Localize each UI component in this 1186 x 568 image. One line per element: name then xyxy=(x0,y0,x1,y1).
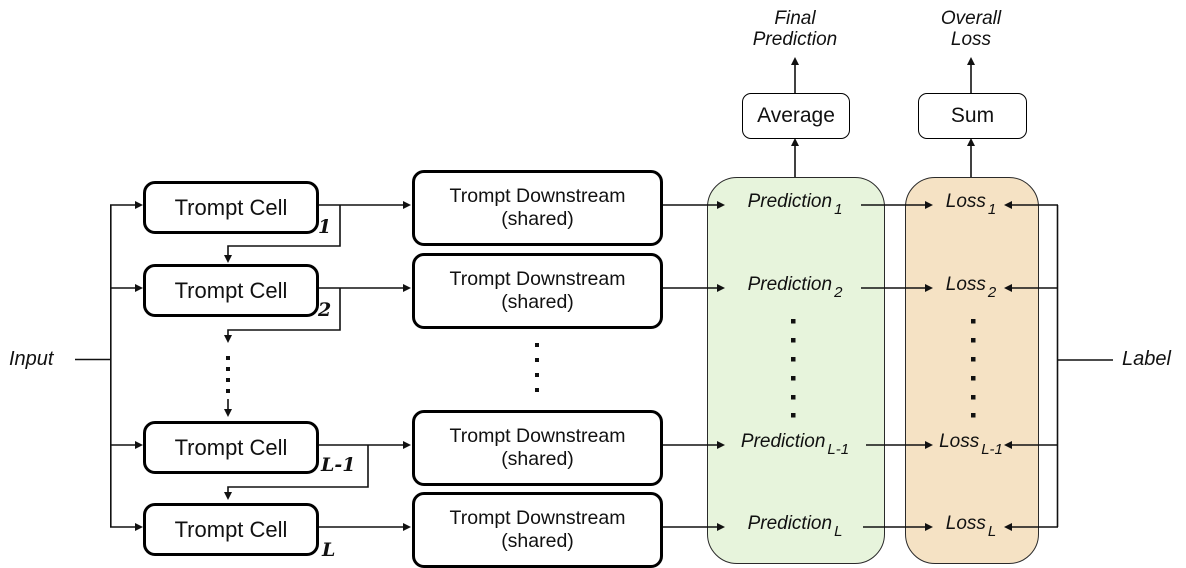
trompt-downstream-l-line2: (shared) xyxy=(501,530,574,552)
loss-row-l-minus-1: Loss L-1 xyxy=(905,431,1037,461)
downstream-ellipsis-dots xyxy=(535,343,539,392)
trompt-downstream-2-line2: (shared) xyxy=(501,291,574,313)
average-box-label: Average xyxy=(757,104,835,127)
average-box: Average xyxy=(742,93,850,139)
trompt-downstream-l-minus-1-line2: (shared) xyxy=(501,448,574,470)
label-to-loss-arrows xyxy=(1004,201,1058,531)
loss-row-l: Loss L xyxy=(905,513,1037,543)
loss-2-subscript: 2 xyxy=(987,284,997,301)
loss-row-1: Loss 1 xyxy=(905,191,1037,221)
prediction-ellipsis-dots xyxy=(791,319,796,418)
loss-l-minus-1-label: Loss xyxy=(939,431,980,452)
cell-output-arrows xyxy=(313,201,411,531)
input-label: Input xyxy=(9,348,54,370)
prediction-l-minus-1-label: Prediction xyxy=(740,431,826,452)
chain-ellipsis-dots xyxy=(226,356,230,393)
final-prediction-line1: Final xyxy=(774,8,816,29)
loss-2-label: Loss xyxy=(945,274,986,295)
trompt-downstream-l-minus-1: Trompt Downstream (shared) xyxy=(412,410,663,486)
trompt-cell-2: Trompt Cell xyxy=(143,264,319,317)
prediction-to-loss-arrows xyxy=(861,201,933,531)
trompt-cell-1: Trompt Cell xyxy=(143,181,319,234)
trompt-downstream-2: Trompt Downstream (shared) xyxy=(412,253,663,329)
prediction-l-label: Prediction xyxy=(747,513,833,534)
overall-loss-line2: Loss xyxy=(950,29,992,50)
cell-subscript-l-minus-1: L-1 xyxy=(321,454,356,476)
prediction-1-label: Prediction xyxy=(747,191,833,212)
prediction-l-minus-1-subscript: L-1 xyxy=(827,441,850,458)
loss-l-subscript: L xyxy=(987,523,997,540)
trompt-cell-2-label: Trompt Cell xyxy=(174,277,288,303)
overall-loss-line1: Overall xyxy=(940,8,1002,29)
label-label: Label xyxy=(1122,348,1171,370)
overall-loss-label: Overall Loss xyxy=(916,8,1026,50)
trompt-downstream-l: Trompt Downstream (shared) xyxy=(412,492,663,568)
cell-subscript-1: 1 xyxy=(318,216,332,238)
prediction-2-label: Prediction xyxy=(747,274,833,295)
prediction-row-l-minus-1: Prediction L-1 xyxy=(707,431,883,461)
prediction-panel xyxy=(707,177,885,564)
trompt-downstream-1-line1: Trompt Downstream xyxy=(449,185,626,207)
trompt-cell-l: Trompt Cell xyxy=(143,503,319,556)
trompt-downstream-1: Trompt Downstream (shared) xyxy=(412,170,663,246)
loss-row-2: Loss 2 xyxy=(905,274,1037,304)
cell-subscript-2: 2 xyxy=(318,299,332,321)
sum-box-label: Sum xyxy=(950,104,995,127)
input-wire xyxy=(75,205,112,527)
loss-1-label: Loss xyxy=(945,191,986,212)
final-prediction-line2: Prediction xyxy=(752,29,838,50)
prediction-row-2: Prediction 2 xyxy=(707,274,883,304)
loss-ellipsis-dots xyxy=(971,319,976,418)
prediction-1-subscript: 1 xyxy=(834,201,843,218)
trompt-cell-l-minus-1: Trompt Cell xyxy=(143,421,319,474)
cell-subscript-l: L xyxy=(322,539,336,561)
trompt-cell-1-label: Trompt Cell xyxy=(174,194,288,220)
loss-panel xyxy=(905,177,1039,564)
label-trunk-wire xyxy=(1056,205,1113,527)
prediction-2-subscript: 2 xyxy=(834,284,843,301)
cell-feed-arrows xyxy=(110,201,143,531)
loss-1-subscript: 1 xyxy=(987,201,997,218)
sum-box: Sum xyxy=(918,93,1027,139)
prediction-row-1: Prediction 1 xyxy=(707,191,883,221)
prediction-row-l: Prediction L xyxy=(707,513,883,543)
trompt-downstream-l-line1: Trompt Downstream xyxy=(449,507,626,529)
prediction-l-subscript: L xyxy=(834,523,843,540)
trompt-cell-l-minus-1-label: Trompt Cell xyxy=(174,434,288,460)
downstream-output-arrows xyxy=(657,201,725,531)
loss-l-label: Loss xyxy=(945,513,986,534)
trompt-downstream-1-line2: (shared) xyxy=(501,208,574,230)
trompt-downstream-l-minus-1-line1: Trompt Downstream xyxy=(449,425,626,447)
final-prediction-label: Final Prediction xyxy=(740,8,850,50)
loss-l-minus-1-subscript: L-1 xyxy=(981,441,1003,458)
trompt-downstream-2-line1: Trompt Downstream xyxy=(449,268,626,290)
trompt-cell-l-label: Trompt Cell xyxy=(174,516,288,542)
cell-chain-wires xyxy=(224,205,369,500)
